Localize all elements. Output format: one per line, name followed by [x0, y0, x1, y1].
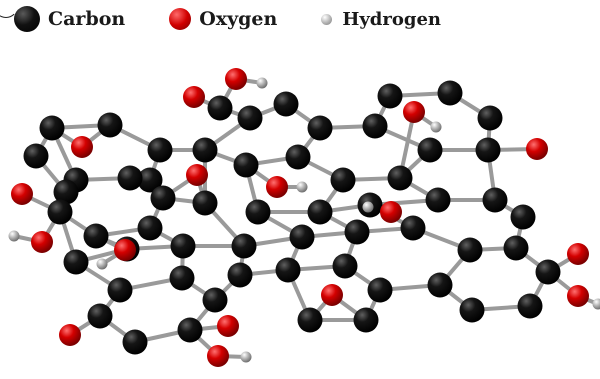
carbon-atom: [400, 215, 426, 241]
carbon-atom: [457, 237, 483, 263]
oxygen-atom: [225, 68, 247, 90]
hydrogen-atom: [592, 298, 600, 310]
carbon-atom: [273, 91, 299, 117]
hydrogen-atom: [8, 230, 20, 242]
carbon-atom: [63, 249, 89, 275]
carbon-atom: [535, 259, 561, 285]
atoms-layer: [8, 68, 600, 367]
carbon-atom: [237, 105, 263, 131]
oxygen-atom: [186, 164, 208, 186]
carbon-atom: [87, 303, 113, 329]
legend-label-carbon: Carbon: [48, 8, 126, 30]
carbon-atom: [147, 137, 173, 163]
carbon-atom: [233, 152, 259, 178]
carbon-atom: [231, 233, 257, 259]
legend-item-oxygen: Oxygen: [169, 8, 277, 30]
oxygen-atom: [403, 101, 425, 123]
carbon-atom: [245, 199, 271, 225]
carbon-atom: [47, 199, 73, 225]
carbon-atom: [122, 329, 148, 355]
carbon-atom: [332, 253, 358, 279]
carbon-atom: [353, 307, 379, 333]
legend-item-hydrogen: Hydrogen: [321, 9, 441, 30]
carbon-atom: [150, 185, 176, 211]
oxygen-atom: [11, 183, 33, 205]
oxygen-atom: [59, 324, 81, 346]
carbon-atom: [227, 262, 253, 288]
carbon-atom: [517, 293, 543, 319]
carbon-atom: [307, 115, 333, 141]
carbon-atom: [367, 277, 393, 303]
oxygen-atom-icon: [169, 8, 192, 30]
carbon-atom: [285, 144, 311, 170]
hydrogen-atom: [96, 258, 108, 270]
carbon-atom: [459, 297, 485, 323]
carbon-atom: [192, 137, 218, 163]
hydrogen-atom: [256, 77, 268, 89]
carbon-atom: [207, 95, 233, 121]
carbon-atom: [83, 223, 109, 249]
carbon-atom: [307, 199, 333, 225]
hydrogen-atom-icon: [321, 13, 333, 25]
oxygen-atom: [266, 176, 288, 198]
carbon-atom: [475, 137, 501, 163]
oxygen-atom: [567, 243, 589, 265]
carbon-atom: [169, 265, 195, 291]
carbon-atom: [97, 112, 123, 138]
carbon-atom: [377, 83, 403, 109]
legend-item-carbon: Carbon: [14, 6, 125, 32]
hydrogen-atom: [430, 121, 442, 133]
oxygen-atom: [114, 239, 136, 261]
carbon-atom: [427, 272, 453, 298]
carbon-atom: [289, 224, 315, 250]
oxygen-atom: [71, 136, 93, 158]
corner-arc: [0, 0, 18, 18]
carbon-atom: [510, 204, 536, 230]
oxygen-atom: [217, 315, 239, 337]
oxygen-atom: [31, 231, 53, 253]
carbon-atom: [39, 115, 65, 141]
carbon-atom: [477, 105, 503, 131]
carbon-atom: [177, 317, 203, 343]
hydrogen-atom: [240, 351, 252, 363]
carbon-atom: [482, 187, 508, 213]
carbon-atom: [503, 235, 529, 261]
hydrogen-atom: [296, 181, 308, 193]
carbon-atom: [275, 257, 301, 283]
carbon-atom: [137, 167, 163, 193]
carbon-atom: [137, 215, 163, 241]
carbon-atom: [23, 143, 49, 169]
oxygen-atom: [526, 138, 548, 160]
carbon-atom: [362, 113, 388, 139]
oxygen-atom: [567, 285, 589, 307]
carbon-atom-icon: [14, 6, 40, 32]
carbon-atom: [117, 165, 143, 191]
carbon-atom: [170, 233, 196, 259]
carbon-atom: [344, 219, 370, 245]
legend-label-oxygen: Oxygen: [199, 8, 278, 30]
carbon-atom: [107, 277, 133, 303]
oxygen-atom: [380, 201, 402, 223]
legend: Carbon Oxygen Hydrogen: [14, 6, 485, 32]
carbon-atom: [53, 179, 79, 205]
carbon-atom: [417, 137, 443, 163]
legend-label-hydrogen: Hydrogen: [342, 8, 441, 30]
carbon-atom: [437, 80, 463, 106]
carbon-atom: [202, 287, 228, 313]
carbon-atom: [425, 187, 451, 213]
oxygen-atom: [207, 345, 229, 367]
carbon-atom: [192, 190, 218, 216]
oxygen-atom: [321, 284, 343, 306]
carbon-atom: [330, 167, 356, 193]
oxygen-atom: [183, 86, 205, 108]
carbon-atom: [297, 307, 323, 333]
carbon-atom: [387, 165, 413, 191]
hydrogen-atom: [362, 201, 374, 213]
